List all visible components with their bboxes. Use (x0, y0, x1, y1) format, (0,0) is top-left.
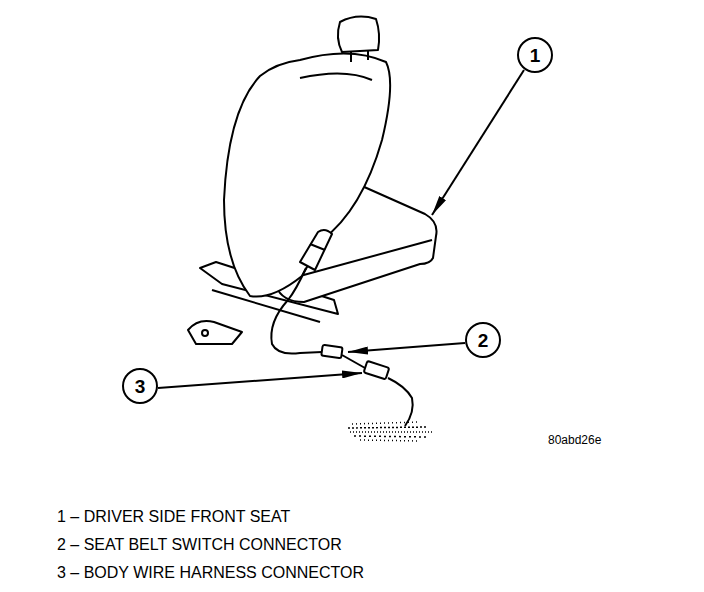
callout-circle: 2 (465, 322, 501, 358)
callout-number: 3 (135, 377, 146, 396)
switch-wire (271, 268, 322, 354)
harness-connector (364, 361, 390, 380)
seat-back (224, 53, 390, 296)
callout-circle: 1 (517, 37, 553, 73)
callout-circle: 3 (122, 368, 158, 404)
connector-mating (342, 355, 365, 368)
buckle-line (310, 244, 325, 250)
bolt-hole (202, 330, 208, 336)
leader-arrow (348, 343, 465, 352)
switch-connector (321, 345, 342, 359)
figure-code: 80abd26e (548, 434, 601, 446)
leader-arrow (158, 373, 362, 388)
seat-back-seam (300, 73, 372, 80)
legend-text: 1 – DRIVER SIDE FRONT SEAT (57, 509, 290, 525)
legend-text: 3 – BODY WIRE HARNESS CONNECTOR (57, 565, 364, 581)
seat-foot-bracket (188, 321, 242, 344)
leader-arrow (432, 70, 524, 215)
floor-carpet (348, 422, 432, 441)
callout-number: 1 (530, 46, 541, 65)
harness-wire (388, 378, 413, 426)
seat-belt-buckle (300, 230, 332, 270)
callout-number: 2 (478, 331, 489, 350)
headrest (338, 17, 379, 52)
legend-text: 2 – SEAT BELT SWITCH CONNECTOR (57, 537, 342, 553)
